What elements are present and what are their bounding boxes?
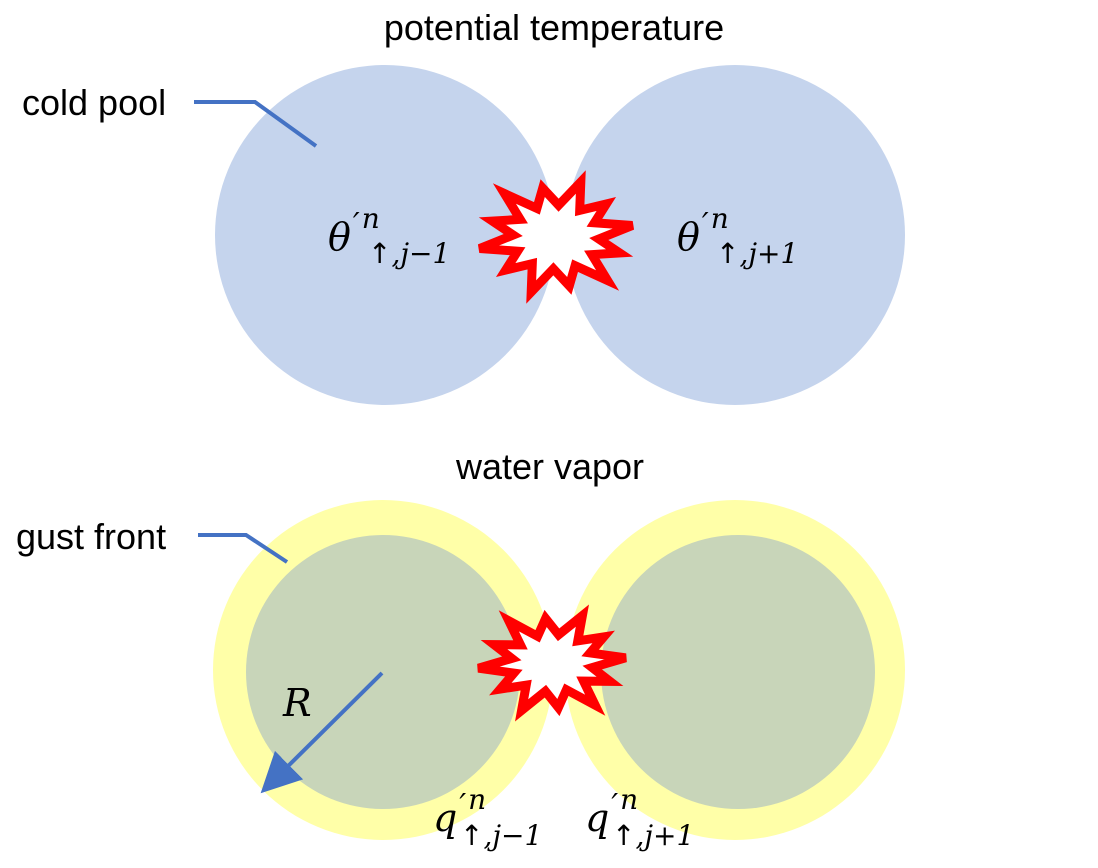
- gust-front-label: gust front: [16, 516, 166, 557]
- radius-arrow: [260, 671, 384, 794]
- left-cold-pool-circle: [215, 65, 555, 405]
- theta-right-subscript: ↑,j+1: [716, 237, 798, 270]
- top-panel: potential temperature cold pool θ′n ↑,j−…: [22, 7, 905, 405]
- collision-explosion-icon: [477, 170, 635, 304]
- q-right-subscript: ↑,j+1: [612, 819, 694, 852]
- bottom-panel: water vapor gust front R q′n ↑,j−1 q′n ↑…: [16, 446, 905, 852]
- radius-label: R: [282, 681, 312, 725]
- top-panel-title: potential temperature: [384, 7, 724, 48]
- right-vapor-core: [601, 535, 875, 809]
- q-left-subscript: ↑,j−1: [460, 819, 542, 852]
- cold-pool-leader-line: [194, 100, 318, 148]
- q-left-label: q′n: [433, 783, 486, 840]
- cold-pool-label: cold pool: [22, 82, 166, 123]
- theta-right-label: θ′n: [677, 202, 729, 259]
- q-right-label: q′n: [585, 783, 638, 840]
- theta-left-label: θ′n: [328, 202, 380, 259]
- gust-front-leader-line: [198, 533, 289, 564]
- bottom-panel-title: water vapor: [455, 446, 644, 487]
- theta-left-subscript: ↑,j−1: [368, 237, 450, 270]
- collision-explosion-icon: [477, 604, 627, 722]
- right-cold-pool-circle: [565, 65, 905, 405]
